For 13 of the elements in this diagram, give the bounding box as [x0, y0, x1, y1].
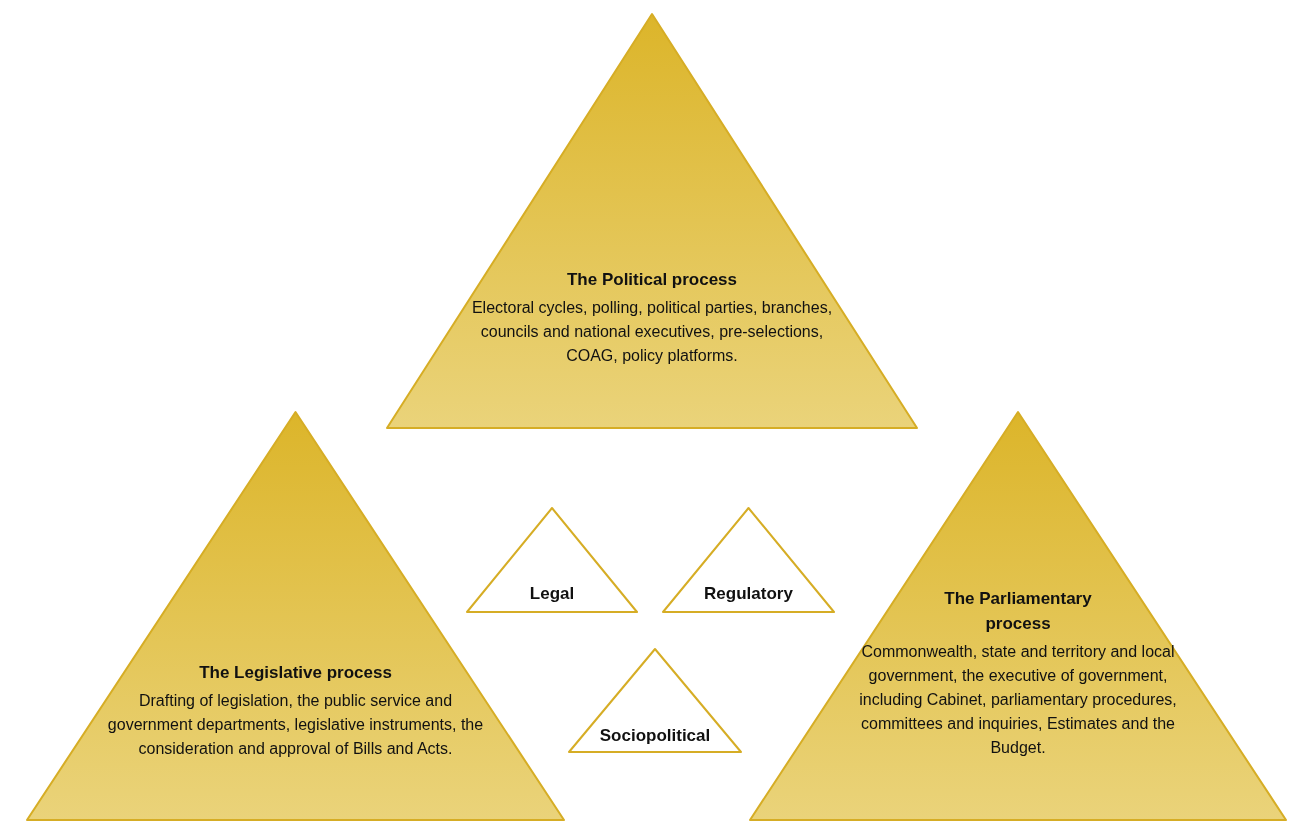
triangle-description: Electoral cycles, polling, political parties, branches, councils and national executives, pre-selections, COAG, policy platforms. [470, 298, 834, 366]
triangle-shape [386, 13, 918, 429]
triangle-shape [466, 507, 638, 613]
triangle-heading: Regulatory [704, 583, 793, 605]
triangle-heading: The Legislative process [199, 662, 392, 684]
triangle-heading: Sociopolitical [599, 725, 711, 747]
triangle-heading: The Political process [566, 269, 738, 291]
triangle-heading: The Parliamentary process [943, 588, 1093, 635]
triangle-description: Commonwealth, state and territory and local government, the executive of government, including Cabinet, parliamentary procedures, committees and inquiries, Estimates and the Budget. [858, 642, 1178, 758]
triangle-heading: Legal [529, 583, 575, 605]
triangle-shape [662, 507, 835, 613]
triangle-description: Drafting of legislation, the public service and government departments, legislative instruments, the consideration and approval of Bills and Acts. [106, 691, 485, 759]
triangle-shape [568, 648, 742, 753]
